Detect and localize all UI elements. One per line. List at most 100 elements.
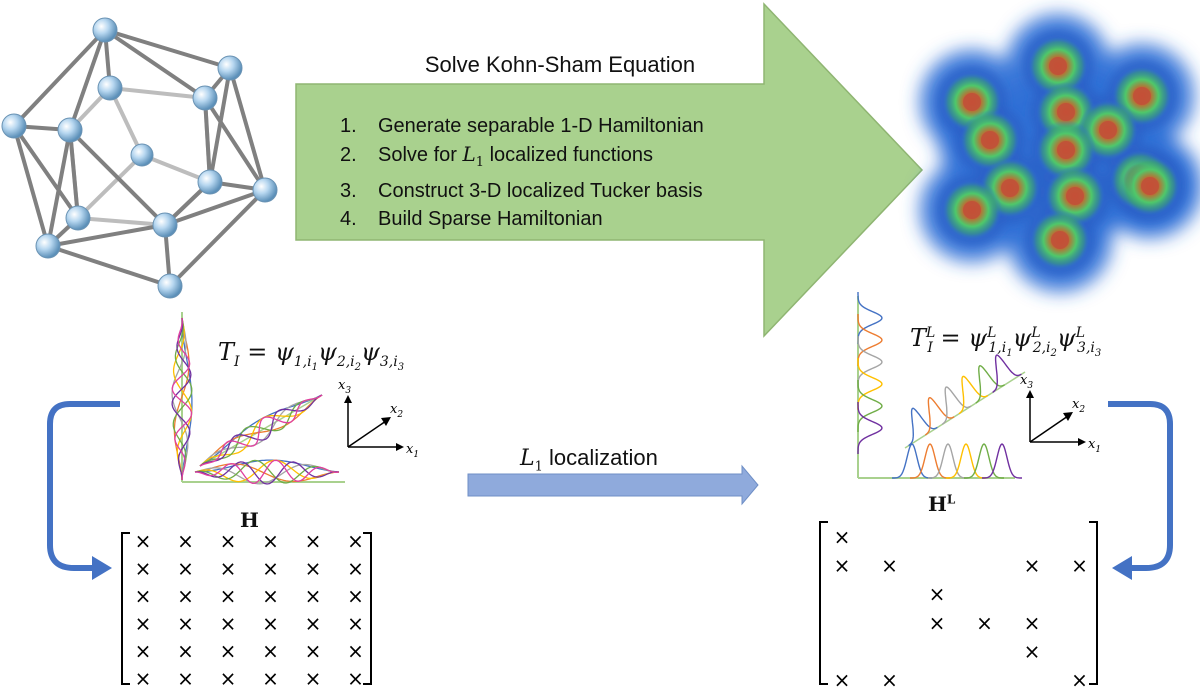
tucker-basis-equation: TI = ψ1,i1ψ2,i2ψ3,i3 [218,338,405,373]
atom-core [1133,87,1151,105]
matrix-entry: × [220,639,237,663]
left-curved-arrow [47,401,120,580]
matrix-entry: × [262,667,279,689]
matrix-entry: × [929,611,946,635]
x1-arrowhead [1078,438,1086,446]
matrix-right-bracket [363,532,372,685]
x2-axis [347,420,387,448]
atom [92,17,118,43]
x2-label: x2 [1072,397,1085,415]
icosahedron-cluster [1,17,278,299]
atom [130,143,154,167]
bond [68,128,167,227]
step-item: 1.Generate separable 1-D Hamiltonian [340,115,704,137]
localized-curve [975,365,1005,404]
localization-label: L1 localization [520,445,658,475]
bond [203,96,267,192]
atom [152,212,178,238]
diagonal-axis [904,371,1026,449]
matrix-entry: × [177,529,194,553]
matrix-entry: × [347,612,364,636]
localized-curve [992,354,1022,393]
atom [197,169,223,195]
matrix-entry: × [347,557,364,581]
bond [77,216,166,227]
x3-arrowhead [1026,390,1034,398]
steps-list: 1.Generate separable 1-D Hamiltonian 2.S… [340,112,704,233]
atom-core [1141,177,1159,195]
atom [97,75,123,101]
bond [208,67,232,183]
matrix-entry: × [347,639,364,663]
matrix-entry: × [177,557,194,581]
matrix-entry: × [220,612,237,636]
atom-core [1099,121,1117,139]
bond [47,244,171,288]
matrix-entry: × [220,529,237,553]
basis-curve [194,461,340,485]
bond [12,125,50,247]
matrix-entry: × [135,639,152,663]
matrix-entry: × [135,529,152,553]
basis-curve [171,317,189,481]
bond [104,28,231,70]
bond [103,28,207,100]
matrix-entry: × [262,557,279,581]
matrix-left-bracket [819,521,828,685]
matrix-entry: × [135,584,152,608]
localized-curve [946,443,986,479]
x2-arrowhead [1063,412,1073,421]
matrix-entry: × [305,557,322,581]
atom [57,117,83,143]
matrix-entry: × [220,557,237,581]
matrix-entry: × [305,584,322,608]
matrix-entry: × [177,667,194,689]
bond [47,223,166,248]
x3-label: x3 [1020,373,1033,391]
matrix-entry: × [305,667,322,689]
basis-curve [194,459,340,485]
matrix-entry: × [305,612,322,636]
localized-curve [857,314,883,366]
bond [164,188,266,227]
atom [1,113,27,139]
localized-curve [892,443,932,479]
matrix-entry: × [1024,639,1041,663]
localized-curve [857,402,883,454]
basis-curve [199,394,323,467]
matrix-entry: × [177,612,194,636]
matrix-entry: × [347,584,364,608]
matrix-entry: × [135,612,152,636]
bond [12,124,80,220]
matrix-entry: × [177,639,194,663]
bond [12,28,107,128]
bond [68,129,80,219]
matrix-entry: × [881,554,898,578]
matrix-entry: × [1024,611,1041,635]
x3-arrowhead [344,395,352,403]
atom-core [1057,103,1075,121]
localized-curve [857,380,883,432]
localized-curve [941,386,972,425]
matrix-entry: × [976,611,993,635]
atom [157,273,183,299]
step-item: 2.Solve for L1 localized functions [340,142,654,170]
matrix-entry: × [1071,668,1088,688]
basis-curve [199,394,323,467]
x3-label: x3 [338,378,351,396]
x2-axis [1029,415,1069,443]
localized-curve [982,443,1022,479]
atom-core [981,131,999,149]
x2-arrowhead [381,417,391,426]
matrix-entry: × [262,639,279,663]
bond [203,97,212,183]
localization-arrow [467,464,759,506]
basis-curve [194,459,339,483]
matrix-left-bracket [121,532,130,685]
matrix-entry: × [305,529,322,553]
matrix-entry: × [262,612,279,636]
step-item: 3.Construct 3-D localized Tucker basis [340,180,703,202]
bond [76,153,144,220]
